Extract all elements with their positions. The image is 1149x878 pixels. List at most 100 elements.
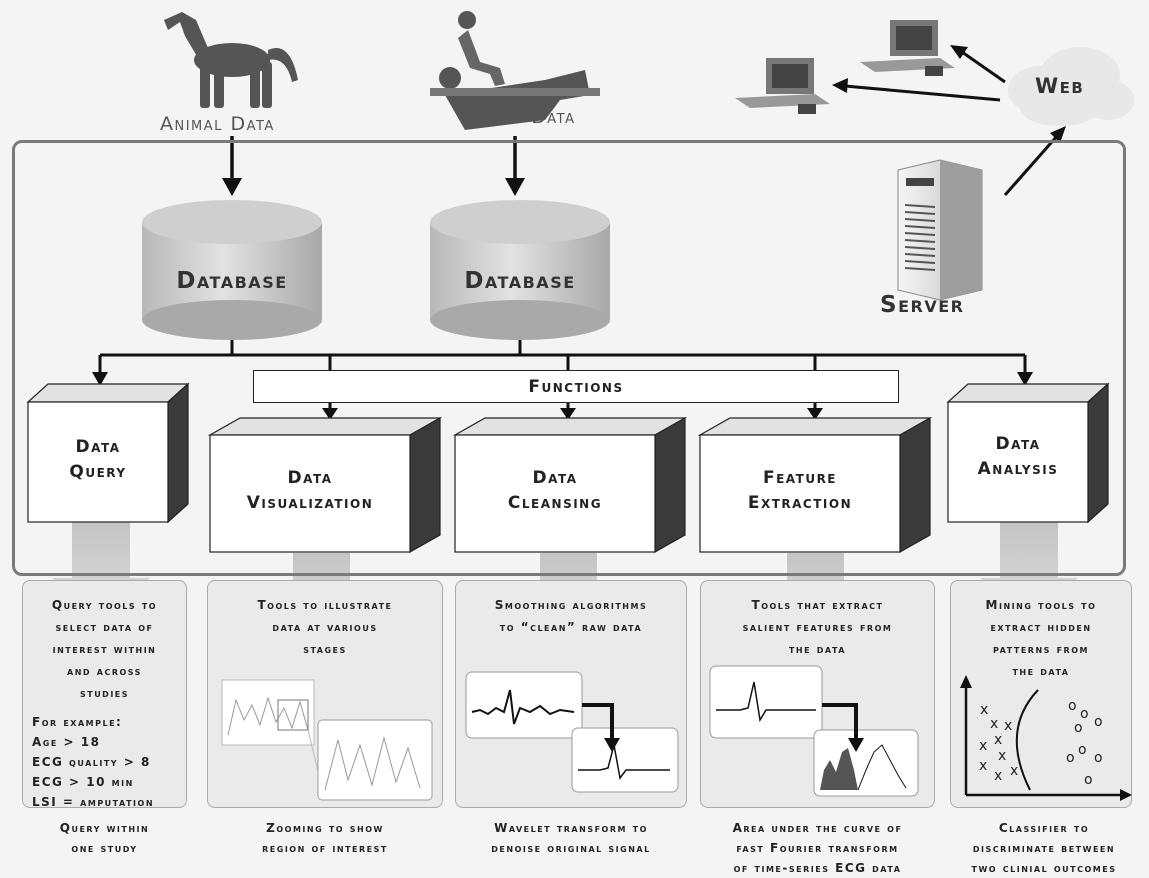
server-icon xyxy=(897,159,983,301)
description-line: Query tools to xyxy=(51,598,158,612)
source-arrows xyxy=(222,136,525,196)
function-title-line2: Cleansing xyxy=(507,493,603,513)
function-label-data-visualization: Data Visualization xyxy=(210,466,410,516)
functions-bar: Functions xyxy=(253,370,899,403)
dog-icon xyxy=(164,12,298,108)
classifier-illustration xyxy=(960,675,1132,801)
class-x-mark: x xyxy=(980,702,989,718)
function-title-line1: Data xyxy=(532,468,578,488)
description-line: stages xyxy=(303,642,347,656)
caption-data-analysis: Classifier to discriminate between two c… xyxy=(944,818,1144,878)
caption-line: Area under the curve of xyxy=(732,821,903,835)
function-label-data-cleansing: Data Cleansing xyxy=(455,466,655,516)
caption-line: two clinial outcomes xyxy=(971,861,1117,875)
description-data-cleansing: Smoothing algorithms to “clean” raw data xyxy=(455,594,687,638)
caption-line: region of interest xyxy=(262,841,388,855)
function-label-feature-extraction: Feature Extraction xyxy=(700,466,900,516)
caption-data-cleansing: Wavelet transform to denoise original si… xyxy=(455,818,687,858)
caption-line: of time-series ECG data xyxy=(733,861,902,875)
denoise-illustration xyxy=(465,671,679,793)
database-label-1: Database xyxy=(176,268,288,294)
caption-feature-extraction: Area under the curve of fast Fourier tra… xyxy=(696,818,939,878)
caption-line: Classifier to xyxy=(998,821,1090,835)
description-line: interest within xyxy=(52,642,157,656)
zoom-plot-illustration xyxy=(221,679,433,801)
description-line: the data xyxy=(788,642,847,656)
description-line: Smoothing algorithms xyxy=(494,598,648,612)
web-label: Web xyxy=(1035,74,1085,98)
class-o-mark: o xyxy=(1094,714,1103,730)
description-line: Tools to illustrate xyxy=(257,598,393,612)
class-o-mark: o xyxy=(1094,750,1103,766)
description-line: to “clean” raw data xyxy=(499,620,643,634)
function-title-line2: Query xyxy=(69,462,127,482)
panel-data-analysis xyxy=(950,580,1132,808)
class-o-mark: o xyxy=(1080,706,1089,722)
caption-line: Query within xyxy=(59,821,150,835)
function-label-data-analysis: Data Analysis xyxy=(948,432,1088,482)
trauma-data-label: Trauma Data xyxy=(456,106,576,128)
description-line: and across xyxy=(67,664,142,678)
trauma-patient-icon xyxy=(430,11,600,130)
example-criteria: For example: Age > 18 ECG quality > 8 EC… xyxy=(32,712,154,812)
class-o-mark: o xyxy=(1078,742,1087,758)
description-feature-extraction: Tools that extract salient features from… xyxy=(700,594,935,660)
description-line: extract hidden xyxy=(990,620,1092,634)
class-x-mark: x xyxy=(979,738,988,754)
description-data-visualization: Tools to illustrate data at various stag… xyxy=(207,594,443,660)
cloud-icon xyxy=(1008,47,1134,126)
description-line: Tools that extract xyxy=(751,598,884,612)
function-title-line1: Data xyxy=(75,437,121,457)
example-heading: For example: xyxy=(32,715,123,729)
description-line: Mining tools to xyxy=(985,598,1097,612)
caption-line: Wavelet transform to xyxy=(494,821,648,835)
example-line: ECG > 10 min xyxy=(32,775,134,789)
fft-illustration xyxy=(709,665,919,797)
class-x-mark: x xyxy=(1010,763,1019,779)
function-boxes xyxy=(26,382,1110,554)
panel-data-query xyxy=(22,580,187,808)
class-o-mark: o xyxy=(1074,720,1083,736)
caption-line: denoise original signal xyxy=(491,841,651,855)
example-line: LSI = amputation xyxy=(32,795,155,809)
class-o-mark: o xyxy=(1066,750,1075,766)
function-title-line2: Visualization xyxy=(246,493,374,513)
description-line: salient features from xyxy=(742,620,893,634)
function-title-line1: Data xyxy=(995,434,1041,454)
function-title-line1: Data xyxy=(287,468,333,488)
class-x-mark: x xyxy=(979,758,988,774)
class-x-mark: x xyxy=(990,716,999,732)
class-x-mark: x xyxy=(998,748,1007,764)
description-data-analysis: Mining tools to extract hidden patterns … xyxy=(950,594,1132,682)
server-label: Server xyxy=(880,292,965,318)
description-line: data at various xyxy=(272,620,378,634)
database-label-2: Database xyxy=(464,268,576,294)
main-frame xyxy=(12,140,1126,576)
caption-line: one study xyxy=(71,841,138,855)
function-label-data-query: Data Query xyxy=(28,435,168,485)
web-arrows xyxy=(832,45,1066,196)
class-o-mark: o xyxy=(1068,698,1077,714)
example-line: Age > 18 xyxy=(32,735,101,749)
caption-line: fast Fourier transform xyxy=(736,841,899,855)
computer-icon xyxy=(735,20,955,114)
function-title-line2: Analysis xyxy=(977,459,1059,479)
class-o-mark: o xyxy=(1084,772,1093,788)
description-line: studies xyxy=(79,686,130,700)
description-line: select data of xyxy=(55,620,154,634)
description-line: the data xyxy=(1012,664,1070,678)
caption-data-query: Query within one study xyxy=(22,818,187,858)
description-data-query: Query tools to select data of interest w… xyxy=(22,594,187,704)
animal-data-label: Animal Data xyxy=(160,113,275,135)
description-line: patterns from xyxy=(993,642,1089,656)
class-x-mark: x xyxy=(1004,718,1013,734)
example-line: ECG quality > 8 xyxy=(32,755,151,769)
caption-line: Zooming to show xyxy=(266,821,384,835)
function-title-line2: Extraction xyxy=(747,493,853,513)
class-x-mark: x xyxy=(994,732,1003,748)
database-icon xyxy=(142,200,610,340)
class-x-mark: x xyxy=(994,768,1003,784)
function-title-line1: Feature xyxy=(762,468,838,488)
connector-tree xyxy=(92,340,1033,420)
